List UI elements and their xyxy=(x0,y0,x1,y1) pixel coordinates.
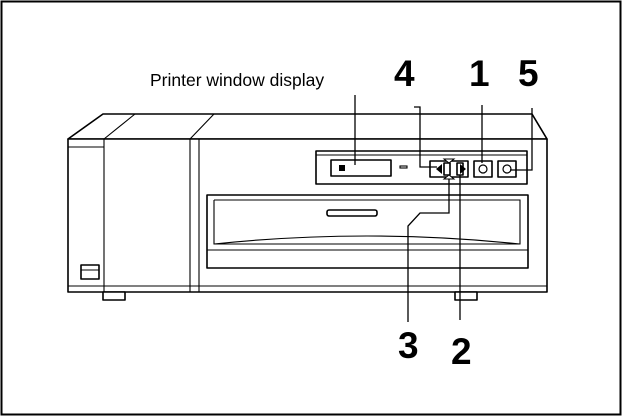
control-panel xyxy=(315,150,528,185)
leader-four xyxy=(414,106,437,168)
callout-two: 2 xyxy=(451,331,472,372)
printer-foot-left xyxy=(102,291,126,301)
callout-four: 4 xyxy=(394,53,415,94)
button-one-icon xyxy=(478,164,488,174)
left-arrow-icon xyxy=(436,164,442,174)
callout-one: 1 xyxy=(469,53,490,94)
leader-three xyxy=(407,179,450,322)
paper-tray xyxy=(206,194,529,269)
display-indicator-icon xyxy=(339,165,345,171)
printer-foot-right xyxy=(454,291,478,301)
printer-window-display xyxy=(330,159,392,177)
paper-tray-opening xyxy=(206,194,529,269)
leader-five xyxy=(510,108,533,171)
callout-five: 5 xyxy=(518,53,539,94)
up-arrow-icon xyxy=(442,158,456,164)
right-arrow-icon xyxy=(460,164,466,174)
button-five-icon xyxy=(502,164,512,174)
left-button xyxy=(443,162,451,176)
leader-lines xyxy=(354,95,533,322)
side-switch xyxy=(80,264,100,280)
indicator-lamp-icon xyxy=(399,165,408,169)
display-caption: Printer window display xyxy=(150,70,324,90)
printer-top-surface xyxy=(67,113,548,140)
callout-three: 3 xyxy=(398,325,419,366)
tray-handle xyxy=(326,209,378,217)
